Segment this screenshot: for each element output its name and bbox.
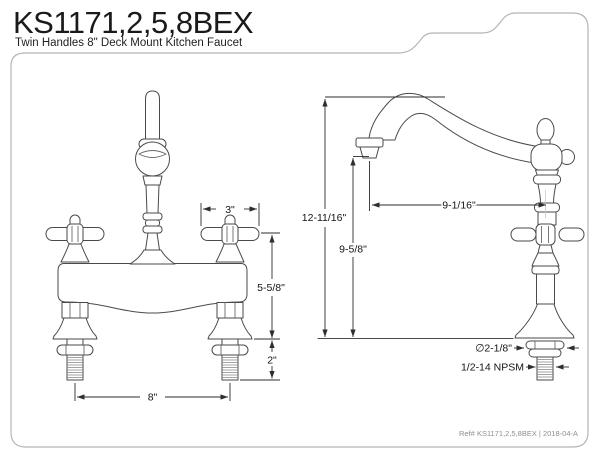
lock-ring xyxy=(528,348,562,358)
thread-hatching xyxy=(222,357,238,378)
hex-nut xyxy=(61,302,89,319)
dim-label-spout-reach: 9-1/16" xyxy=(442,200,476,212)
spout-neck-collar xyxy=(142,175,163,186)
extension-lines xyxy=(240,338,280,381)
spout-ring-3 xyxy=(142,225,163,234)
lock-ring xyxy=(56,344,94,356)
faucet-body-bridge xyxy=(57,263,248,314)
extension-lines xyxy=(200,203,260,226)
side-view-drawing: 12-11/16" 9-5/8" 9-1/16" ∅2-1/8" xyxy=(300,92,585,381)
dim-label-handle-height: 5-5/8" xyxy=(257,282,285,294)
mounting-shank-side xyxy=(525,340,565,381)
column-cylinder xyxy=(537,211,557,226)
column-waist xyxy=(537,183,557,204)
handle-hub-lines xyxy=(71,226,79,242)
spout-bonnet xyxy=(530,143,563,172)
handle-arm-left xyxy=(510,227,537,242)
spout-nozzle-collar xyxy=(355,137,384,148)
spout-tube xyxy=(368,92,536,164)
dim-handle-height: 5-5/8" xyxy=(256,232,287,338)
deck-washer-lines xyxy=(534,341,556,349)
lower-column-shaft xyxy=(536,273,555,305)
lock-ring-lines xyxy=(65,345,85,355)
thread-hatching xyxy=(67,357,83,378)
handle-arm-right xyxy=(558,227,585,242)
handle-stem xyxy=(537,244,554,254)
dim-label-outlet-height: 9-5/8" xyxy=(339,244,367,256)
spout-column-lower xyxy=(145,232,160,251)
cross-handle-left xyxy=(45,214,105,263)
dim-center-spread: 8" xyxy=(74,383,231,405)
handle-hub xyxy=(66,223,84,245)
stem-bell xyxy=(531,252,560,267)
spout-ball-band xyxy=(138,150,167,158)
page-title: KS1171,2,5,8BEX xyxy=(13,5,254,40)
deck-bell-flange-side xyxy=(514,303,575,339)
dim-handle-width: 3" xyxy=(200,203,260,226)
thread-hatching xyxy=(537,359,553,378)
handle-stem-bell xyxy=(60,243,90,263)
column-ring-2 xyxy=(534,202,560,213)
ref-number: Ref# KS1171,2,5,8BEX | 2018-04-A xyxy=(459,429,578,438)
lock-ring-lines xyxy=(220,345,240,355)
dim-shank-length: 2" xyxy=(240,338,280,381)
page-subtitle: Twin Handles 8" Deck Mount Kitchen Fauce… xyxy=(15,37,243,49)
hex-nut xyxy=(216,302,244,319)
dim-label-shank-length: 2" xyxy=(267,355,277,367)
dim-label-handle-width: 3" xyxy=(225,204,235,216)
handle-hub xyxy=(535,223,556,246)
deck-washer xyxy=(525,340,565,350)
hex-nut-facets xyxy=(69,302,81,318)
lower-column-collar xyxy=(531,265,560,275)
extension-lines xyxy=(74,383,231,401)
shank-neck xyxy=(66,338,84,346)
column-ring-1 xyxy=(533,174,561,185)
handle-finial-egg xyxy=(536,118,555,142)
drawing-frame-border xyxy=(10,12,589,448)
spout-ball xyxy=(135,141,170,177)
dim-label-flange-diameter: ∅2-1/8" xyxy=(475,343,512,355)
mounting-shank-left xyxy=(52,302,98,381)
dim-flange-diameter: ∅2-1/8" xyxy=(474,341,579,356)
spout-ring-1 xyxy=(142,212,163,221)
handle-hub xyxy=(221,223,239,245)
spout-finial-stick xyxy=(145,90,160,142)
handle-stem-bell xyxy=(215,243,245,263)
spout-nozzle-tip xyxy=(359,146,380,159)
dim-spout-reach: 9-1/16" xyxy=(369,161,546,213)
spout-column-upper xyxy=(145,184,160,214)
threaded-shank xyxy=(536,356,554,381)
dim-label-overall-height: 12-11/16" xyxy=(302,212,347,224)
shank-neck xyxy=(221,338,239,346)
dim-overall-height: 12-11/16" xyxy=(300,96,445,337)
dim-thread-spec: 1/2-14 NPSM xyxy=(459,360,569,375)
deck-bell-flange xyxy=(207,317,253,340)
handle-hub-lines xyxy=(226,226,234,242)
cross-handle-side xyxy=(510,223,585,246)
handle-hub-lines xyxy=(541,226,549,243)
deck-bell-flange xyxy=(52,317,98,340)
front-view-drawing: 3" 5-5/8" 2" 8" xyxy=(45,90,287,405)
cross-handle-right xyxy=(200,214,260,263)
mounting-shank-right xyxy=(207,302,253,381)
hex-nut-facets xyxy=(224,302,236,318)
spout-base-flare xyxy=(129,249,176,265)
dim-label-center-spread: 8" xyxy=(148,392,158,404)
dim-label-thread-spec: 1/2-14 NPSM xyxy=(461,362,524,374)
dim-outlet-height: 9-5/8" xyxy=(338,156,369,337)
lock-ring xyxy=(211,344,249,356)
spout-ring-2 xyxy=(145,219,160,227)
